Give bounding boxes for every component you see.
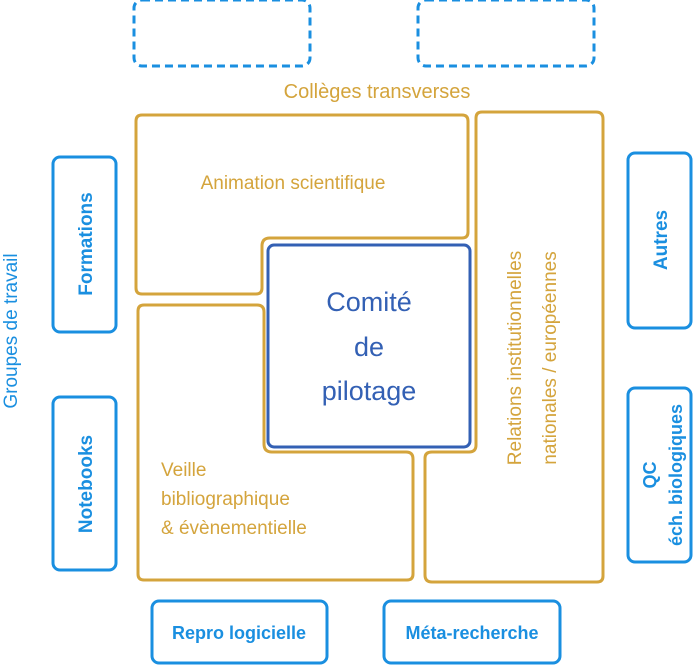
college-animation-label: Animation scientifique bbox=[201, 173, 386, 194]
college-veille-box bbox=[136, 303, 415, 582]
placeholder-box-right bbox=[416, 0, 596, 68]
group-repro-box bbox=[150, 599, 329, 665]
group-qc-label-line2: éch. biologiques bbox=[666, 404, 686, 546]
group-notebooks-box bbox=[51, 395, 118, 572]
group-meta-box bbox=[382, 599, 562, 665]
college-relations-box bbox=[423, 110, 605, 584]
college-veille-label-line2: bibliographique bbox=[161, 489, 290, 510]
group-meta-label: Méta-recherche bbox=[405, 623, 538, 643]
group-qc-label-line1: QC bbox=[640, 461, 660, 488]
steering-committee-box bbox=[266, 243, 472, 449]
college-veille-label-line3: & évènementielle bbox=[161, 518, 307, 539]
colleges-title: Collèges transverses bbox=[284, 81, 471, 103]
group-autres-box bbox=[626, 151, 693, 330]
group-autres-label: Autres bbox=[651, 210, 672, 270]
group-notebooks-label: Notebooks bbox=[76, 435, 97, 533]
group-repro-label: Repro logicielle bbox=[172, 623, 306, 643]
college-animation-box bbox=[134, 113, 470, 296]
steering-committee-label-line2: de bbox=[354, 332, 384, 362]
group-formations-label: Formations bbox=[76, 192, 97, 295]
college-relations-label-line1: Relations institutionnelles bbox=[505, 251, 526, 465]
group-formations-box bbox=[51, 155, 118, 334]
placeholder-box-left bbox=[132, 0, 312, 68]
group-qc-box bbox=[626, 386, 693, 564]
working-groups-title: Groupes de travail bbox=[1, 253, 22, 408]
steering-committee-label-line1: Comité bbox=[326, 287, 412, 317]
college-relations-label-line2: nationales / européennes bbox=[540, 251, 561, 464]
college-veille-label-line1: Veille bbox=[161, 460, 206, 481]
steering-committee-label-line3: pilotage bbox=[322, 376, 417, 406]
